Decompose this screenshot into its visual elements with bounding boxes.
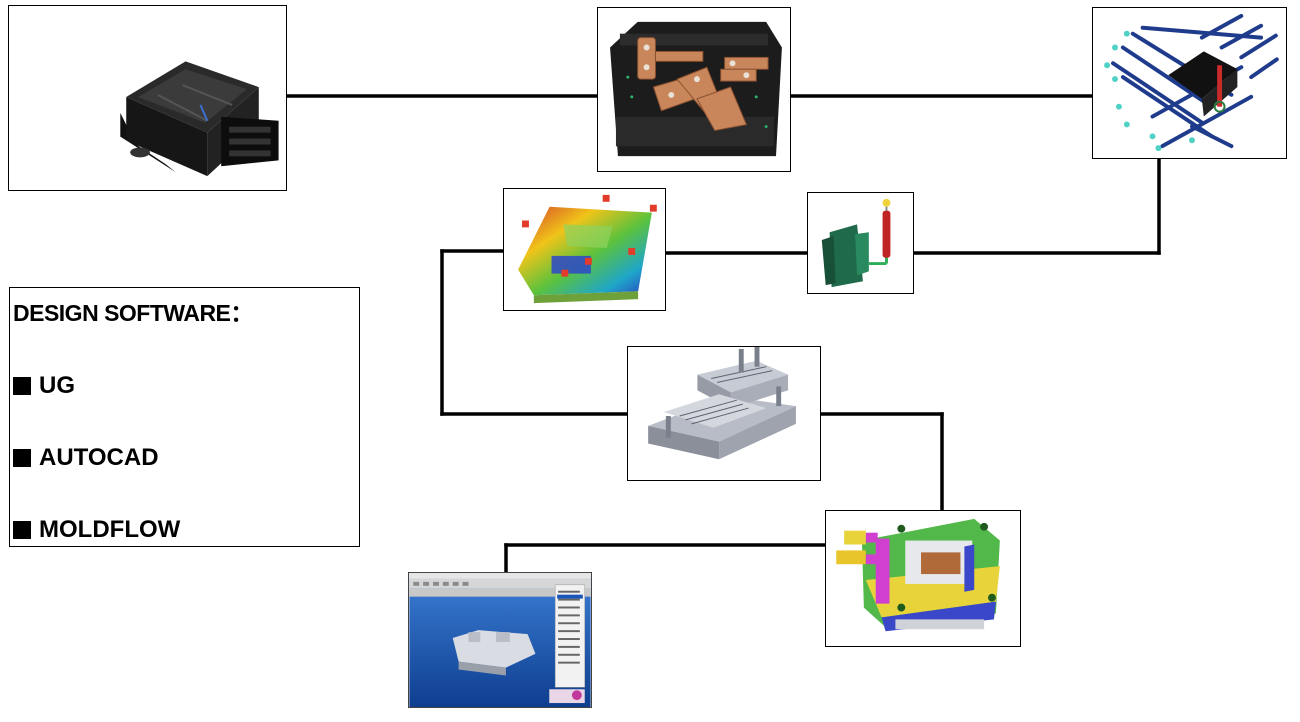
connector-terminal-icon — [610, 21, 782, 157]
step-mold-base — [627, 346, 821, 481]
cad-window-icon — [409, 573, 591, 707]
step-cad-design — [408, 572, 592, 708]
design-software-title: DESIGN SOFTWARE： — [13, 300, 253, 326]
sprue-runner-icon — [821, 198, 891, 288]
square-bullet-icon — [13, 377, 31, 395]
design-software-panel: DESIGN SOFTWARE： UG AUTOCAD MOLDFLOW — [9, 287, 360, 547]
software-item-label: MOLDFLOW — [39, 516, 181, 543]
software-item-moldflow: MOLDFLOW — [13, 516, 359, 544]
software-item-autocad: AUTOCAD — [13, 444, 359, 472]
step-product-part — [8, 5, 287, 191]
step-moldflow-analysis — [503, 188, 666, 311]
software-item-label: UG — [39, 372, 75, 399]
moldflow-analysis-icon — [518, 194, 657, 304]
software-item-label: AUTOCAD — [39, 444, 159, 471]
step-part-terminals — [597, 7, 791, 172]
mold-base-icon — [648, 347, 796, 460]
step-gate-design — [807, 192, 914, 294]
runner-layout-icon — [1104, 13, 1279, 152]
step-runner-layout — [1092, 7, 1287, 159]
step-mold-assembly — [825, 510, 1021, 647]
software-item-ug: UG — [13, 372, 359, 400]
ecu-housing-icon — [120, 61, 279, 177]
square-bullet-icon — [13, 449, 31, 467]
mold-assembly-icon — [836, 518, 1000, 632]
square-bullet-icon — [13, 521, 31, 539]
